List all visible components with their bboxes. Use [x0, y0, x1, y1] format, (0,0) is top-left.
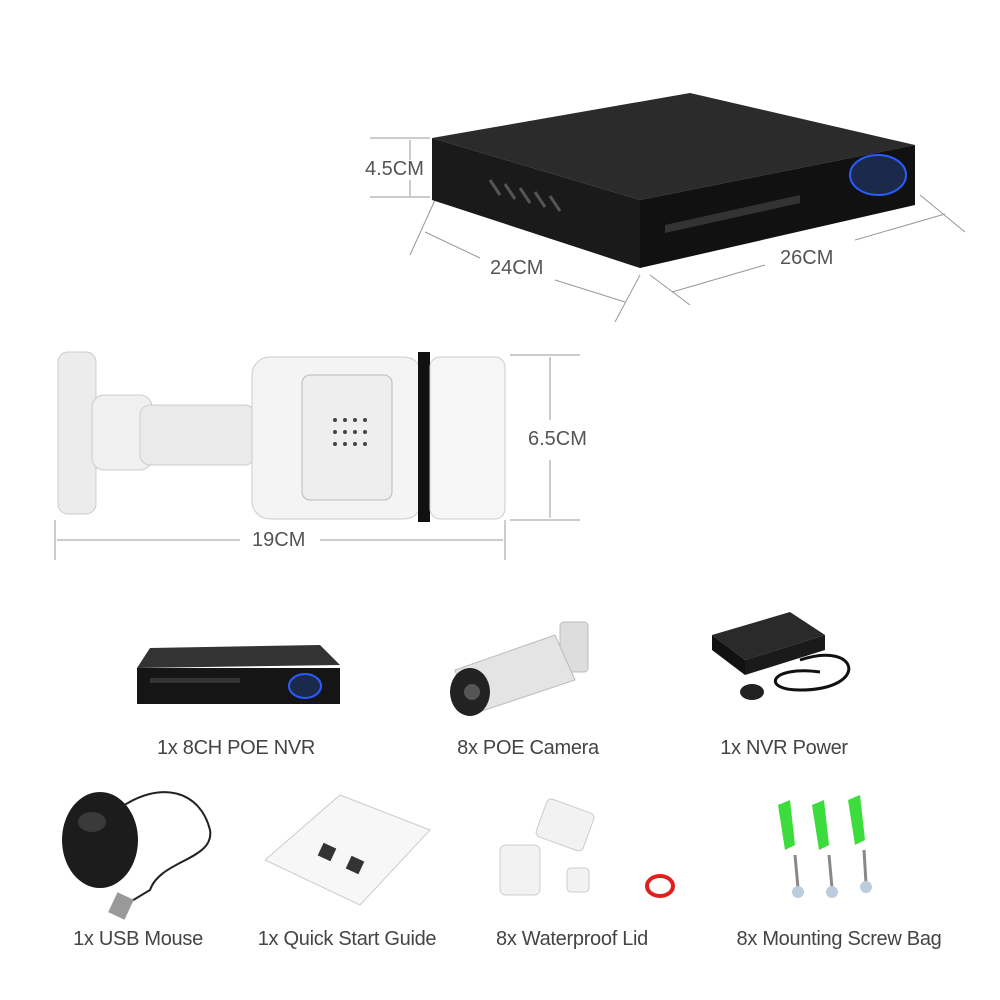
item-label-nvr: 1x 8CH POE NVR — [156, 737, 316, 759]
camera-length-label: 19CM — [252, 529, 306, 551]
screws-icon — [778, 795, 872, 898]
power-adapter-icon — [712, 612, 851, 700]
item-label-power: 1x NVR Power — [720, 737, 848, 759]
item-label-guide: 1x Quick Start Guide — [257, 928, 437, 950]
nvr-width-label: 26CM — [780, 247, 834, 269]
speaker-holes — [333, 418, 367, 446]
camera-height-label: 6.5CM — [528, 428, 587, 450]
camera-large-image — [57, 351, 506, 522]
mouse-icon — [62, 791, 212, 920]
nvr-large-image — [432, 93, 915, 268]
manual-icon — [264, 794, 431, 906]
item-label-lid: 8x Waterproof Lid — [495, 928, 649, 950]
item-label-camera: 8x POE Camera — [457, 737, 599, 759]
dimension-lines — [54, 137, 966, 560]
waterproof-lid-icon — [499, 798, 675, 898]
nvr-icon — [137, 645, 340, 704]
nvr-depth-label: 24CM — [490, 257, 544, 279]
nvr-height-label: 4.5CM — [365, 158, 424, 180]
bullet-camera-icon — [450, 621, 589, 716]
item-label-screws: 8x Mounting Screw Bag — [736, 928, 942, 950]
item-label-mouse: 1x USB Mouse — [73, 928, 203, 950]
